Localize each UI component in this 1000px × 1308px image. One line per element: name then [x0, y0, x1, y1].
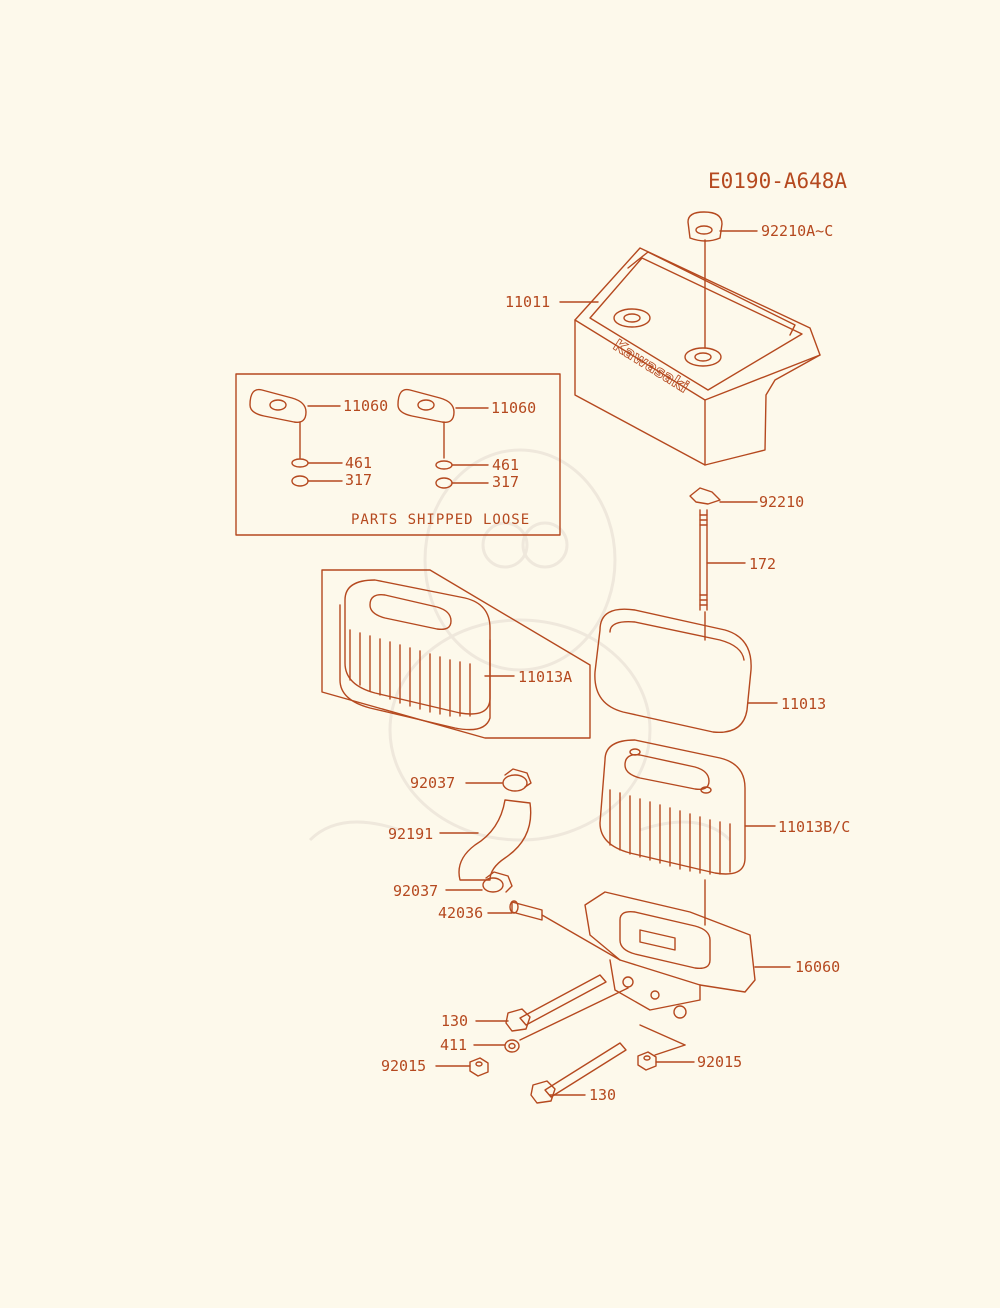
callout-317-left[interactable]: 317 [345, 471, 373, 489]
callout-92015-left[interactable]: 92015 [381, 1057, 427, 1075]
nut-icon [435, 1057, 489, 1077]
callout-11060-right[interactable]: 11060 [491, 399, 537, 417]
callout-11013[interactable]: 11013 [781, 695, 827, 713]
callout-11060-left[interactable]: 11060 [343, 397, 389, 415]
callout-461-left[interactable]: 461 [345, 454, 373, 472]
callout-92037-bottom[interactable]: 92037 [393, 882, 439, 900]
callout-92037-top[interactable]: 92037 [410, 774, 456, 792]
callout-411[interactable]: 411 [440, 1036, 468, 1054]
base-plate-icon [584, 891, 791, 1019]
stud-rod-icon [699, 509, 746, 611]
nut-icon [637, 1051, 695, 1071]
brand-logo-text: Kawasaki [610, 335, 692, 396]
filter-element-11013a-icon [321, 569, 591, 739]
knob-icon [687, 211, 758, 242]
pre-cleaner-foam-icon [594, 608, 778, 734]
callout-461-right[interactable]: 461 [492, 456, 520, 474]
bolt-icon [530, 1042, 627, 1104]
callout-130-bottom[interactable]: 130 [589, 1086, 617, 1104]
callout-317-right[interactable]: 317 [492, 473, 520, 491]
washer-icon [473, 987, 629, 1053]
parts-shipped-loose-note: PARTS SHIPPED LOOSE [351, 512, 531, 528]
watermark-mascot [308, 448, 732, 842]
air-cleaner-cover-icon [559, 239, 821, 466]
assembly-lines [639, 1024, 686, 1056]
callout-130-top[interactable]: 130 [441, 1012, 469, 1030]
diagram-code: E0190-A648A [708, 169, 848, 193]
callout-42036[interactable]: 42036 [438, 904, 484, 922]
shipped-loose-box [235, 373, 561, 536]
breather-hose-icon [439, 768, 532, 893]
callout-11013a[interactable]: 11013A [518, 668, 573, 686]
filter-element-11013bc-icon [599, 739, 776, 926]
callout-92191[interactable]: 92191 [388, 825, 434, 843]
clip-icon [689, 487, 758, 505]
fitting-icon [487, 900, 621, 961]
callout-172[interactable]: 172 [749, 555, 777, 573]
callout-11011[interactable]: 11011 [505, 293, 551, 311]
callout-16060[interactable]: 16060 [795, 958, 841, 976]
callout-92210[interactable]: 92210 [759, 493, 805, 511]
bolt-icon [475, 974, 607, 1032]
callout-11013b-c[interactable]: 11013B/C [778, 818, 851, 836]
callout-92015-right[interactable]: 92015 [697, 1053, 743, 1071]
callout-92210a-c[interactable]: 92210A~C [761, 222, 834, 240]
